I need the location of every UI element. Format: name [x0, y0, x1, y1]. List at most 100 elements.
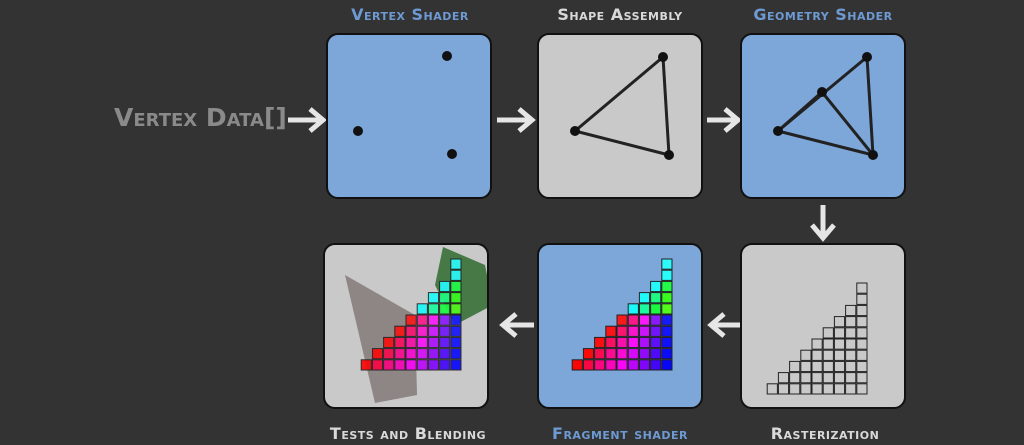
fragment-cell — [594, 348, 606, 360]
fragment-cell — [627, 348, 639, 360]
arrow-left-icon — [707, 312, 740, 338]
arrow-right-icon — [288, 107, 327, 133]
fragment-cell — [416, 303, 428, 315]
fragment-cell — [822, 338, 834, 350]
fragment-cell — [594, 359, 606, 371]
fragment-cell — [605, 348, 617, 360]
fragment-cell — [661, 258, 673, 270]
tests-blending-label: Tests and Blending — [329, 424, 487, 443]
occluded-shape — [345, 275, 417, 403]
fragment-cell — [439, 348, 451, 360]
fragment-cell — [661, 269, 673, 281]
fragment-cell — [605, 336, 617, 349]
vertex-data-label: Vertex Data[] — [114, 103, 287, 132]
fragment-cell — [450, 314, 462, 326]
fragment-cell — [360, 359, 372, 371]
fragment-cell — [394, 348, 406, 360]
fragment-cell — [582, 359, 595, 371]
triangle-icon — [570, 52, 674, 160]
fragment-cell — [383, 359, 395, 371]
fragment-cell — [394, 359, 406, 371]
fragment-cell — [427, 303, 440, 315]
fragment-cell — [616, 336, 628, 349]
fragment-cell — [777, 372, 790, 384]
fragment-cell — [450, 292, 462, 304]
fragment-cell — [439, 359, 451, 371]
fragment-cell — [638, 336, 651, 349]
fragment-cell — [845, 304, 857, 317]
vertex-shader-label: Vertex Shader — [351, 5, 469, 24]
fragment-cell — [789, 383, 801, 395]
fragment-cell — [650, 359, 662, 371]
geometry-shader-stage — [740, 33, 906, 199]
fragment-cell — [638, 314, 651, 326]
fragment-cell — [661, 314, 673, 326]
fragment-cell — [856, 360, 868, 373]
fragment-cell — [661, 348, 673, 360]
fragment-cell — [833, 372, 846, 384]
fragment-cell — [416, 348, 428, 360]
fragment-cell — [856, 338, 868, 350]
fragment-cell — [416, 325, 428, 337]
fragment-cell — [450, 280, 462, 293]
fragment-cell — [856, 293, 868, 305]
fragment-cell — [661, 336, 673, 349]
fragment-cell — [661, 280, 673, 293]
vertex-points-icon — [353, 51, 457, 159]
fragment-cell — [856, 282, 868, 294]
fragment-cell — [405, 348, 417, 360]
rasterization-stage — [740, 243, 906, 409]
fragment-shader-label: Fragment shader — [552, 424, 688, 443]
fragment-cell — [405, 336, 417, 349]
raster-grid-icon — [766, 282, 868, 395]
fragment-cell — [416, 314, 428, 326]
fragment-cell — [405, 359, 417, 371]
fragment-cell — [394, 325, 406, 337]
fragment-cell — [777, 383, 790, 395]
fragment-cell — [616, 359, 628, 371]
fragment-cell — [822, 349, 834, 361]
fragment-cell — [650, 280, 662, 293]
fragment-cell — [638, 359, 651, 371]
fragment-cell — [427, 325, 440, 337]
subdivided-triangle-icon — [773, 52, 878, 160]
fragment-cell — [427, 359, 440, 371]
arrow-left-icon — [499, 312, 534, 338]
fragment-cell — [661, 292, 673, 304]
fragment-cell — [650, 292, 662, 304]
fragment-cell — [439, 280, 451, 293]
fragment-cell — [450, 258, 462, 270]
fragment-cell — [650, 325, 662, 337]
fragment-cell — [383, 348, 395, 360]
fragment-shader-stage — [537, 243, 703, 409]
colored-fragments-icon — [571, 258, 673, 371]
fragment-cell — [833, 360, 846, 373]
fragment-cell — [383, 336, 395, 349]
fragment-cell — [811, 372, 823, 384]
fragment-cell — [811, 360, 823, 373]
fragment-cell — [439, 303, 451, 315]
fragment-cell — [582, 348, 595, 360]
fragment-cell — [822, 360, 834, 373]
fragment-cell — [833, 338, 846, 350]
fragment-cell — [627, 314, 639, 326]
fragment-cell — [638, 303, 651, 315]
fragment-cell — [405, 314, 417, 326]
fragment-cell — [800, 372, 812, 384]
fragment-cell — [616, 325, 628, 337]
fragment-cell — [627, 303, 639, 315]
fragment-cell — [845, 338, 857, 350]
fragment-cell — [394, 336, 406, 349]
fragment-cell — [439, 314, 451, 326]
fragment-cell — [856, 372, 868, 384]
fragment-cell — [427, 348, 440, 360]
fragment-cell — [594, 336, 606, 349]
fragment-cell — [450, 303, 462, 315]
fragment-cell — [650, 348, 662, 360]
fragment-cell — [800, 383, 812, 395]
fragment-cell — [439, 292, 451, 304]
fragment-cell — [856, 349, 868, 361]
fragment-cell — [845, 327, 857, 339]
fragment-cell — [427, 336, 440, 349]
fragment-cell — [371, 359, 384, 371]
